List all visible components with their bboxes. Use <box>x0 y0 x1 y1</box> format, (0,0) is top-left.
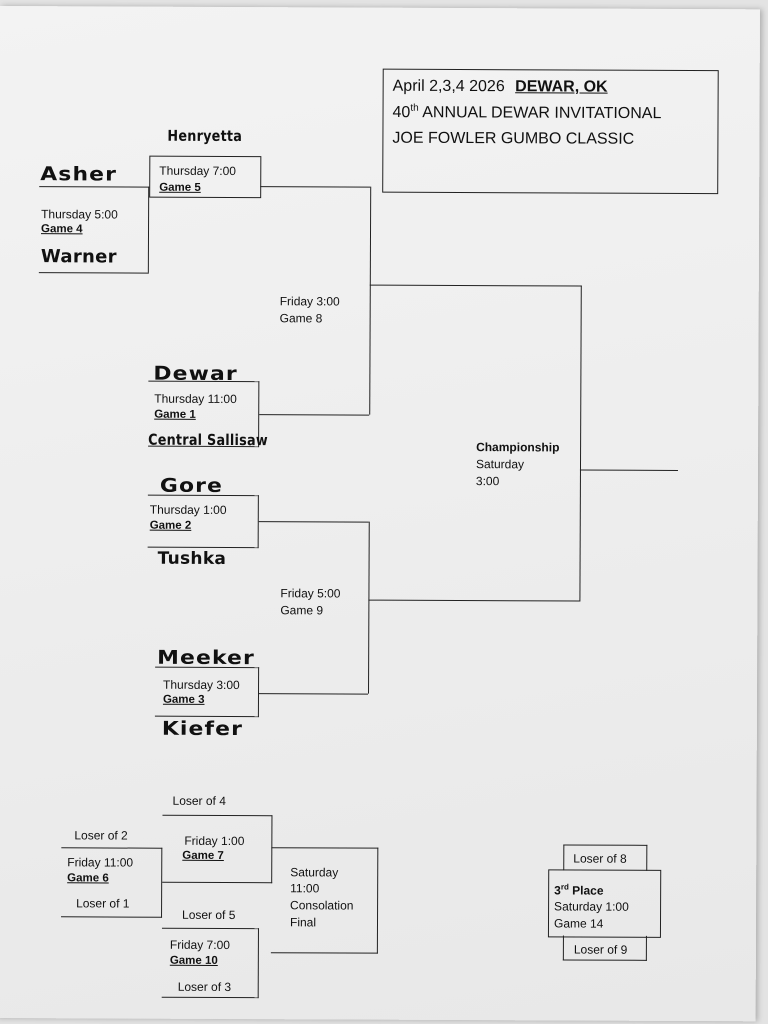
championship-time: 3:00 <box>475 474 500 489</box>
third-source-top: Loser of 8 <box>573 851 627 866</box>
championship-label: Championship <box>476 440 560 455</box>
game-1-label: Game 1 <box>154 408 196 421</box>
game-2-label: Game 2 <box>149 519 192 532</box>
game-2-time: Thursday 1:00 <box>149 502 227 517</box>
game-3-time: Thursday 3:00 <box>163 677 240 693</box>
edition-suffix: th <box>410 102 419 114</box>
third-place-time: Saturday 1:00 <box>554 899 629 914</box>
third-place-label: Game 14 <box>553 916 604 931</box>
game-10-label: Game 10 <box>169 954 218 967</box>
game-9-label: Game 9 <box>280 603 324 618</box>
consolation-time: 11:00 <box>290 881 320 896</box>
event-subtitle: JOE FOWLER GUMBO CLASSIC <box>392 129 635 148</box>
game-5-label: Game 5 <box>159 181 201 194</box>
third-place-suffix: rd <box>560 882 569 892</box>
game-6-source-top: Loser of 2 <box>74 828 128 843</box>
team-asher: Asher <box>40 163 118 186</box>
championship-day: Saturday <box>475 457 525 472</box>
team-tushka: Tushka <box>157 548 227 569</box>
game-7-box <box>162 814 273 884</box>
game-6-source-bottom: Loser of 1 <box>76 896 130 911</box>
title-line-2: 40th ANNUAL DEWAR INVITATIONAL <box>392 102 662 124</box>
game-7-source: Loser of 4 <box>172 793 226 808</box>
game-1-time: Thursday 11:00 <box>154 391 237 407</box>
team-meeker: Meeker <box>157 646 256 670</box>
team-warner: Warner <box>40 246 117 268</box>
game-3-label: Game 3 <box>162 693 205 706</box>
event-dates: April 2,3,4 2026 <box>392 77 505 96</box>
paper: April 2,3,4 2026 DEWAR, OK 40th ANNUAL D… <box>0 6 760 1022</box>
team-henryetta: Henryetta <box>167 126 243 146</box>
team-central-sallisaw: Central Sallisaw <box>148 430 268 450</box>
event-location: DEWAR, OK <box>515 78 608 96</box>
team-kiefer: Kiefer <box>161 717 244 741</box>
game-5-time: Thursday 7:00 <box>159 163 237 179</box>
third-place-word: Place <box>572 883 604 898</box>
game-6-time: Friday 11:00 <box>67 855 134 870</box>
game-4-label: Game 4 <box>41 223 83 236</box>
consolation-label-1: Consolation <box>290 898 354 913</box>
event-name: ANNUAL DEWAR INVITATIONAL <box>422 104 662 123</box>
third-place-title: 3rd Place <box>554 882 603 897</box>
game-7-time: Friday 1:00 <box>184 833 245 849</box>
game-8-label: Game 8 <box>279 311 323 326</box>
consolation-label-2: Final <box>289 915 317 930</box>
consolation-day: Saturday <box>290 865 339 880</box>
team-gore: Gore <box>159 474 224 497</box>
third-source-bottom: Loser of 9 <box>573 942 628 957</box>
game-10-time: Friday 7:00 <box>169 937 230 953</box>
game-4-time: Thursday 5:00 <box>41 207 118 222</box>
game-8-time: Friday 3:00 <box>279 294 340 309</box>
title-line-1: April 2,3,4 2026 DEWAR, OK <box>393 78 608 97</box>
game-9-time: Friday 5:00 <box>280 586 341 601</box>
game-10-source-bottom: Loser of 3 <box>177 979 232 995</box>
title-box: April 2,3,4 2026 DEWAR, OK 40th ANNUAL D… <box>382 68 719 195</box>
edition-number: 40 <box>392 104 411 122</box>
game-7-label: Game 7 <box>182 849 224 862</box>
game-10-source-top: Loser of 5 <box>182 907 236 923</box>
game-6-label: Game 6 <box>67 872 109 885</box>
